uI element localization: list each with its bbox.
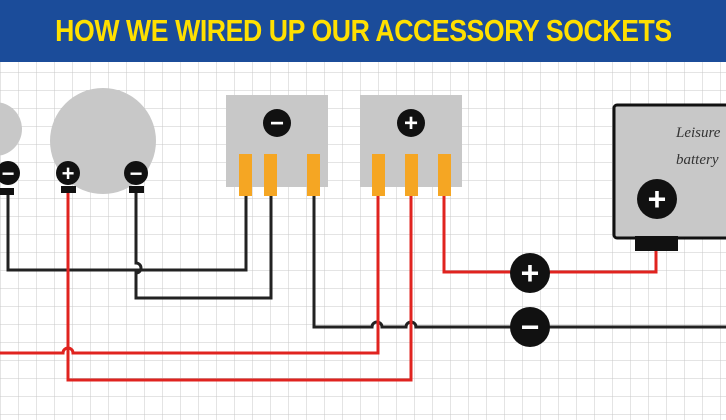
plus-symbol: + [404, 110, 418, 137]
wire-positive-socket2 [66, 190, 413, 382]
negative-bus-bar: − [226, 95, 328, 196]
header-banner: HOW WE WIRED UP OUR ACCESSORY SOCKETS [0, 0, 726, 62]
battery-label: Leisure [675, 125, 721, 141]
wire-negative-socket2 [134, 186, 273, 300]
socket2-terminal-base-minus [129, 186, 144, 193]
plus-symbol: + [62, 161, 75, 186]
leisure-battery: Leisure battery + [612, 103, 726, 251]
wire-negative-main [312, 192, 726, 329]
accessory-socket-1: − [0, 102, 22, 195]
battery-label: battery [676, 152, 719, 168]
bus-pin [372, 154, 385, 196]
minus-symbol: − [130, 161, 143, 186]
bus-pin [438, 154, 451, 196]
positive-bus-bar: + [360, 95, 462, 196]
socket1-terminal-base [0, 188, 14, 195]
socket2-terminal-base-plus [61, 186, 76, 193]
battery-terminal-post [635, 236, 678, 251]
bus-plus-badge [397, 109, 425, 137]
negative-wires [6, 186, 726, 329]
wire-negative-socket1 [6, 190, 248, 272]
plus-symbol: + [521, 255, 540, 291]
positive-wires [0, 190, 658, 382]
minus-symbol: − [270, 110, 284, 137]
battery-plus-terminal [637, 179, 677, 219]
minus-symbol: − [521, 309, 540, 345]
socket2-plus-terminal [56, 161, 80, 185]
bus-pin [264, 154, 277, 196]
socket2-minus-terminal [124, 161, 148, 185]
accessory-socket-2: + − [50, 88, 156, 194]
wiring-diagram: − + − − + [0, 62, 726, 420]
wire-positive-main [442, 192, 658, 274]
plus-symbol: + [648, 181, 667, 217]
socket1-minus-terminal [0, 161, 20, 185]
bus-pin [307, 154, 320, 196]
bus-minus-badge [263, 109, 291, 137]
bus-pin [239, 154, 252, 196]
main-negative-marker: − [510, 307, 550, 347]
bus-pin [405, 154, 418, 196]
main-positive-marker: + [510, 253, 550, 293]
page-title: HOW WE WIRED UP OUR ACCESSORY SOCKETS [54, 13, 672, 48]
minus-symbol: − [2, 161, 15, 186]
